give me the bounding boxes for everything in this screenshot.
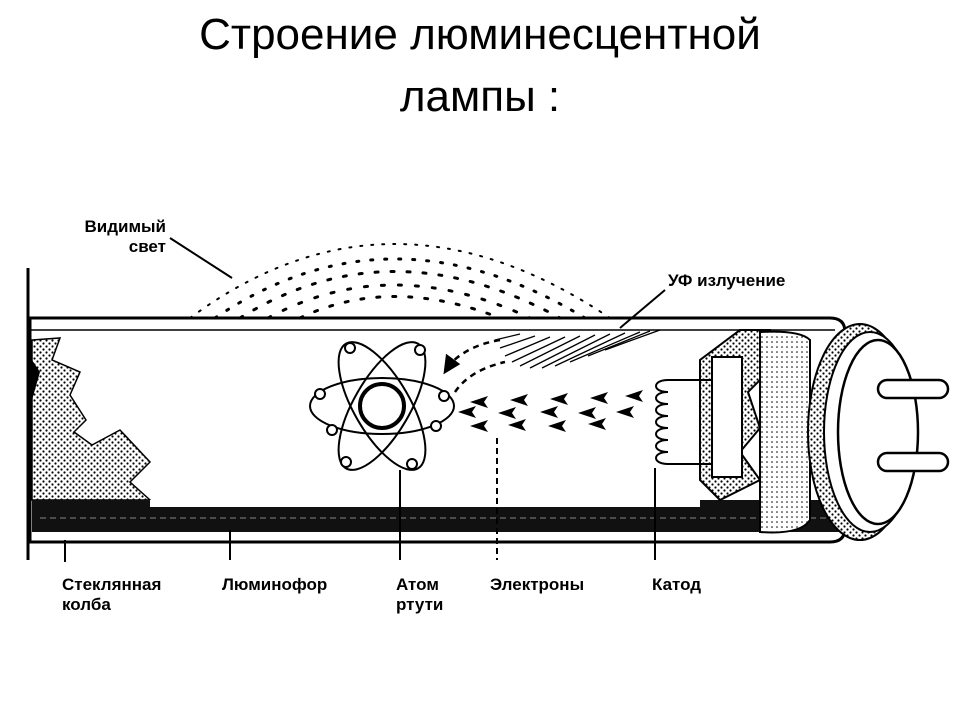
slide-title: Строение люминесцентной лампы : <box>0 4 960 128</box>
label-mercury-atom-line-1: Атом <box>396 575 439 594</box>
label-electrons: Электроны <box>490 575 584 595</box>
phosphor-layer <box>32 500 845 532</box>
label-electrons-text: Электроны <box>490 575 585 594</box>
label-cathode-text: Катод <box>652 575 702 594</box>
mercury-atom <box>309 341 455 471</box>
label-uv-radiation: УФ излучение <box>668 271 785 291</box>
slide-title-line-1: Строение люминесцентной <box>199 10 761 59</box>
uv-radiation-hatching <box>494 329 661 369</box>
label-phosphor-text: Люминофор <box>222 575 328 594</box>
leader-lines <box>64 237 666 562</box>
lamp-pins <box>876 378 950 473</box>
label-mercury-atom-line-2: ртути <box>396 595 444 614</box>
label-glass-bulb-line-1: Стеклянная <box>62 575 162 594</box>
label-visible-light: Видимый свет <box>66 217 166 257</box>
slide-title-line-2: лампы : <box>399 72 561 121</box>
label-glass-bulb-line-2: колба <box>62 595 111 614</box>
label-visible-light-line-2: свет <box>128 237 166 256</box>
electron-path-arrow <box>443 338 506 393</box>
label-cathode: Катод <box>652 575 701 595</box>
electron-arrows <box>458 390 643 432</box>
label-uv-radiation-text: УФ излучение <box>668 271 786 290</box>
label-visible-light-line-1: Видимый <box>84 217 166 236</box>
label-phosphor: Люминофор <box>222 575 327 595</box>
label-mercury-atom: Атом ртути <box>396 575 443 615</box>
visible-light-rays <box>189 243 611 320</box>
cathode-filament <box>655 379 712 465</box>
broken-glass-cutaway <box>31 337 152 501</box>
label-glass-bulb: Стеклянная колба <box>62 575 161 615</box>
